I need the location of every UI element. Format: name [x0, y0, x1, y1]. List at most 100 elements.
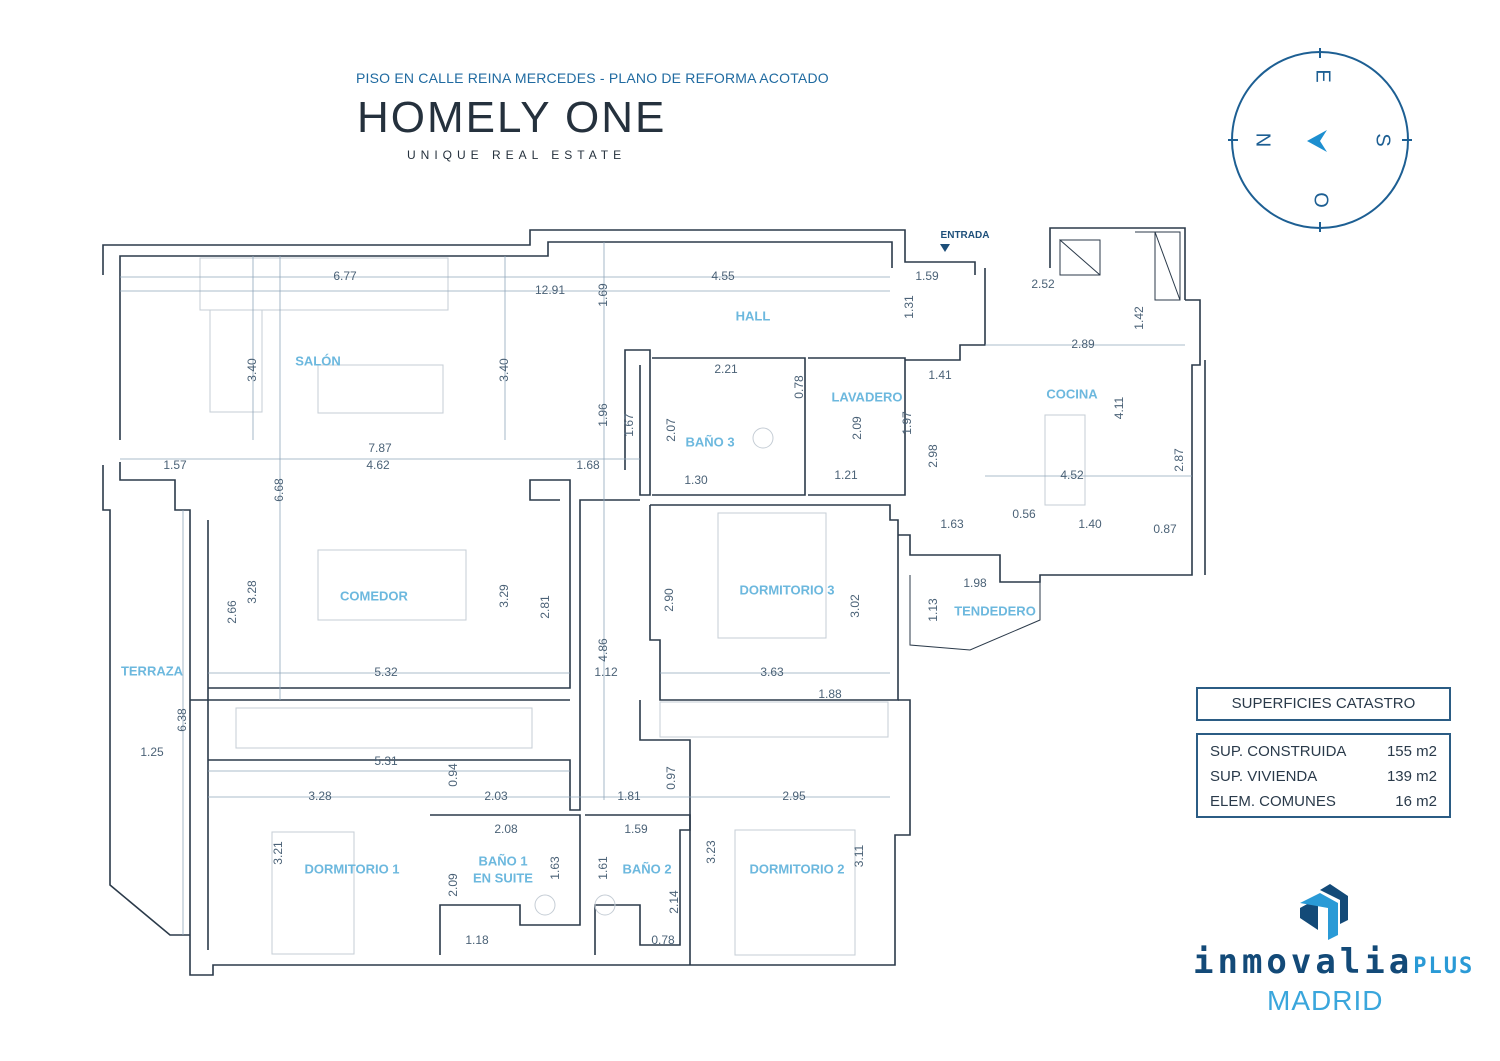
room-tendedero: TENDEDERO	[954, 603, 1036, 618]
room-dormitorio3: DORMITORIO 3	[739, 582, 834, 597]
dimension-label: 1.41	[928, 368, 952, 382]
dimension-label: 2.03	[484, 789, 508, 803]
dimension-label: 1.57	[163, 458, 187, 472]
area-label: SUP. CONSTRUIDA	[1210, 743, 1347, 760]
dimension-label: 1.96	[596, 403, 610, 427]
dimension-label: 3.23	[704, 840, 718, 864]
north-arrow-icon	[1307, 130, 1327, 152]
dimension-label: 2.07	[664, 418, 678, 442]
compass-west: O	[1310, 192, 1332, 208]
entrance-label: ENTRADA	[941, 230, 990, 241]
room-dormitorio2: DORMITORIO 2	[749, 861, 844, 876]
dimension-label: 2.08	[494, 822, 518, 836]
dimension-label: 1.69	[596, 283, 610, 307]
area-value: 139 m2	[1386, 768, 1437, 785]
room-bano1-suite: EN SUITE	[473, 870, 533, 885]
dimension-label: 2.98	[926, 444, 940, 468]
dimension-label: 1.68	[576, 458, 600, 472]
dimension-label: 2.52	[1031, 277, 1055, 291]
dimension-label: 1.59	[624, 822, 648, 836]
compass-south: S	[1372, 133, 1394, 146]
dimension-label: 5.32	[374, 665, 398, 679]
dimension-label: 2.89	[1071, 337, 1095, 351]
entrance-arrow-icon	[940, 244, 950, 252]
dimension-label: 1.59	[915, 269, 939, 283]
area-value: 155 m2	[1386, 743, 1437, 760]
areas-title: SUPERFICIES CATASTRO	[1231, 695, 1416, 712]
dimension-label: 1.21	[834, 468, 858, 482]
plan-subtitle: PISO EN CALLE REINA MERCEDES - PLANO DE …	[356, 70, 829, 86]
room-bano1: BAÑO 1	[478, 853, 527, 868]
dimension-label: 1.18	[465, 933, 489, 947]
dimension-label: 2.87	[1172, 448, 1186, 472]
dimension-label: 1.31	[902, 295, 916, 319]
dimension-label: 3.02	[848, 594, 862, 618]
brand-tagline: UNIQUE REAL ESTATE	[407, 148, 627, 162]
areas-title-box: SUPERFICIES CATASTRO	[1196, 687, 1451, 721]
dimension-label: 1.13	[926, 598, 940, 622]
room-bano3: BAÑO 3	[685, 434, 734, 449]
dimension-label: 5.31	[374, 754, 398, 768]
room-hall: HALL	[736, 308, 771, 323]
room-dormitorio1: DORMITORIO 1	[304, 861, 399, 876]
dimension-label: 6.68	[272, 478, 286, 502]
dimension-label: 2.09	[850, 416, 864, 440]
dimension-label: 3.11	[852, 844, 866, 867]
dimension-label: 1.61	[596, 856, 610, 880]
dimension-label: 3.40	[245, 358, 259, 382]
area-row: SUP. CONSTRUIDA 155 m2	[1198, 739, 1449, 764]
walls	[102, 227, 1206, 976]
dimension-label: 2.90	[662, 588, 676, 612]
dimension-label: 0.97	[664, 766, 678, 790]
furniture	[199, 257, 1086, 956]
compass: N E S O	[1228, 48, 1412, 232]
logo-word: inmovalia	[1193, 942, 1414, 982]
room-terraza: TERRAZA	[121, 663, 184, 678]
dimension-label: 3.40	[497, 358, 511, 382]
dimension-label: 3.21	[271, 841, 285, 865]
dimension-label: 2.14	[667, 890, 681, 914]
dimension-label: 1.67	[622, 413, 636, 437]
dimension-label: 4.55	[711, 269, 735, 283]
dimension-label: 1.88	[818, 687, 842, 701]
room-comedor: COMEDOR	[340, 588, 409, 603]
dimension-label: 6.38	[175, 708, 189, 732]
dimension-label: 2.95	[782, 789, 806, 803]
dimension-label: 1.97	[900, 411, 914, 435]
brand-name: HOMELY ONE	[357, 93, 667, 142]
logo-city: MADRID	[1267, 985, 1384, 1016]
dimension-label: 1.12	[594, 665, 618, 679]
room-bano2: BAÑO 2	[622, 861, 671, 876]
dimension-label: 0.94	[446, 763, 460, 787]
dimension-label: 0.78	[792, 375, 806, 399]
dimension-label: 3.28	[245, 580, 259, 604]
room-cocina: COCINA	[1046, 386, 1098, 401]
dimension-label: 1.25	[140, 745, 164, 759]
dimension-lines	[120, 242, 1192, 935]
room-lavadero: LAVADERO	[831, 389, 902, 404]
dimension-label: 2.09	[446, 873, 460, 897]
logo-wordmark: inmovaliaPLUS	[1193, 942, 1474, 982]
dimension-label: 12.91	[535, 283, 565, 297]
dimension-label: 0.78	[651, 933, 675, 947]
dimension-label: 1.81	[617, 789, 641, 803]
dimension-label: 1.63	[548, 856, 562, 880]
room-labels: SALÓN HALL LAVADERO COCINA BAÑO 3 COMEDO…	[121, 308, 1098, 885]
dimension-label: 2.21	[714, 362, 738, 376]
dimension-label: 4.52	[1060, 468, 1084, 482]
dimension-label: 1.98	[963, 576, 987, 590]
room-salon: SALÓN	[295, 353, 341, 368]
dimension-label: 4.11	[1112, 396, 1126, 419]
area-label: ELEM. COMUNES	[1210, 793, 1336, 810]
dimension-label: 2.66	[225, 600, 239, 624]
dimension-label: 3.29	[497, 584, 511, 608]
dimension-label: 0.87	[1153, 522, 1177, 536]
dimension-label: 1.63	[940, 517, 964, 531]
compass-east: E	[1312, 69, 1334, 82]
